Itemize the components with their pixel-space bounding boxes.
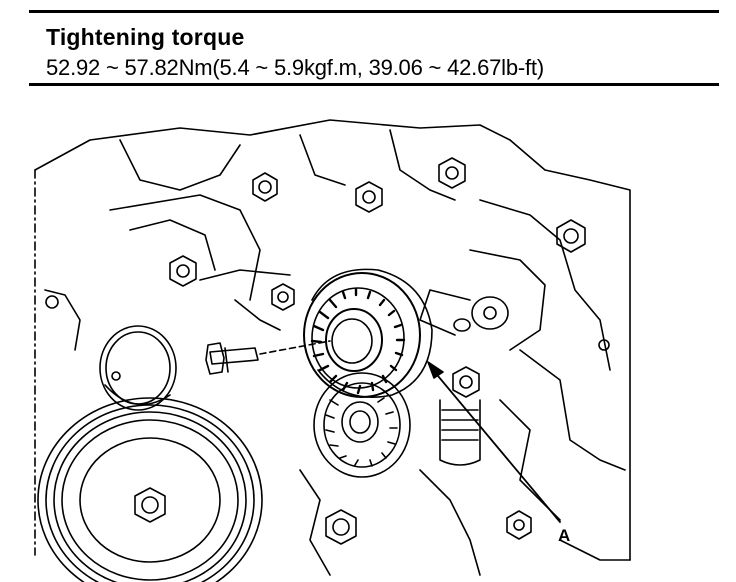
tensioner-illustration: A	[34, 119, 631, 582]
callout-a-label: A	[558, 526, 570, 545]
crankshaft-pulley	[37, 397, 263, 582]
lower-idler-pulley	[313, 372, 411, 478]
bolt-heads	[45, 157, 610, 545]
torque-spec-box: Tightening torque 52.92 ~ 57.82Nm(5.4 ~ …	[29, 10, 719, 86]
assembly-centerline	[259, 340, 331, 355]
idler-bolt	[205, 342, 259, 375]
tensioner-pulley	[303, 268, 433, 398]
spec-torque-value: 52.92 ~ 57.82Nm(5.4 ~ 5.9kgf.m, 39.06 ~ …	[46, 55, 544, 80]
engine-block-outline	[34, 119, 631, 576]
callout-a: A	[427, 361, 570, 545]
spec-title: Tightening torque	[46, 24, 245, 50]
idler-cap	[99, 325, 177, 411]
